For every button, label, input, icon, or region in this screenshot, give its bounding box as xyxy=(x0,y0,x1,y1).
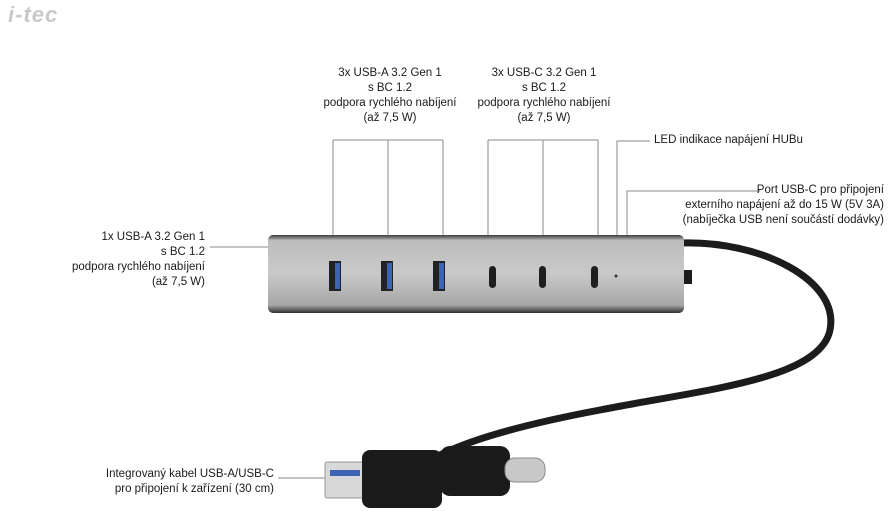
label-line: 3x USB-C 3.2 Gen 1 xyxy=(491,67,597,79)
power-port-label: Port USB-C pro připojení externího napáj… xyxy=(624,183,884,228)
callout-lines xyxy=(210,139,760,479)
usb-c-ports xyxy=(489,266,598,288)
label-line: podpora rychlého nabíjení xyxy=(72,261,205,273)
label-line: podpora rychlého nabíjení xyxy=(477,97,611,109)
hub-body xyxy=(268,235,684,313)
usb-a-group-label: 3x USB-A 3.2 Gen 1 s BC 1.2 podpora rych… xyxy=(300,66,480,126)
usb-c-plug xyxy=(440,446,546,496)
label-line: externího napájení až do 15 W (5V 3A) xyxy=(685,199,884,211)
label-line: (až 7,5 W) xyxy=(151,276,205,288)
brand-logo: i-tec xyxy=(8,2,58,28)
cable-label: Integrovaný kabel USB-A/USB-C pro připoj… xyxy=(60,467,274,497)
label-line: s BC 1.2 xyxy=(521,82,567,94)
side-usb-a-label: 1x USB-A 3.2 Gen 1 s BC 1.2 podpora rych… xyxy=(40,230,205,290)
cable xyxy=(438,239,835,459)
led-label: LED indikace napájení HUBu xyxy=(654,134,803,146)
brand-text: i-tec xyxy=(8,2,59,27)
label-line: Integrovaný kabel USB-A/USB-C xyxy=(105,468,274,480)
usb-a-plug xyxy=(324,450,442,508)
label-line: podpora rychlého nabíjení xyxy=(323,97,457,109)
label-line: Port USB-C pro připojení xyxy=(756,184,884,196)
label-line: s BC 1.2 xyxy=(160,246,205,258)
usb-a-ports xyxy=(329,261,445,291)
label-line: s BC 1.2 xyxy=(367,82,413,94)
label-line: 1x USB-A 3.2 Gen 1 xyxy=(101,231,205,243)
label-line: 3x USB-A 3.2 Gen 1 xyxy=(338,67,442,79)
label-line: (nabíječka USB není součástí dodávky) xyxy=(682,214,884,226)
label-line: pro připojení k zařízení (30 cm) xyxy=(114,483,274,495)
led-indicator xyxy=(614,274,618,278)
usb-c-group-label: 3x USB-C 3.2 Gen 1 s BC 1.2 podpora rych… xyxy=(454,66,634,126)
label-line: (až 7,5 W) xyxy=(517,112,571,124)
label-line: (až 7,5 W) xyxy=(363,112,417,124)
